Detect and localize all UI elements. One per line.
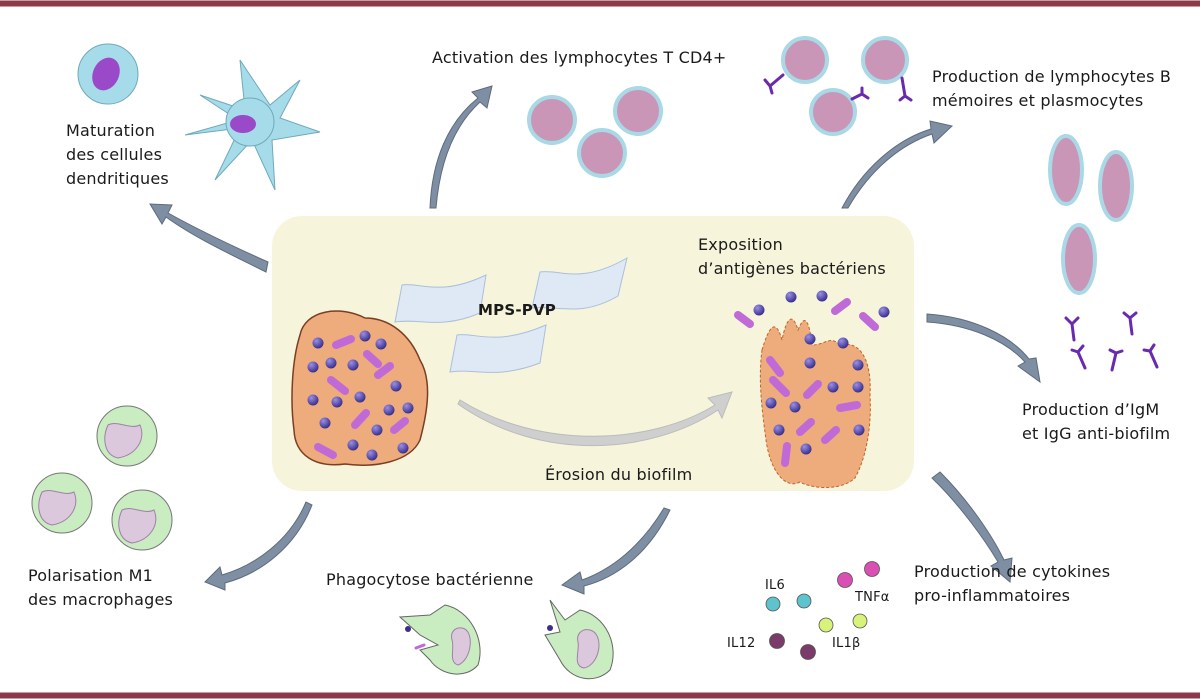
mps-pvp-label: MPS-PVP xyxy=(478,301,556,319)
arrow-to-antibodies xyxy=(926,313,1041,384)
il6-label: IL6 xyxy=(765,578,785,593)
t-cell-activation-label: Activation des lymphocytes T CD4+ xyxy=(432,48,727,67)
erosion-arrow xyxy=(457,391,733,447)
b-lymphocytes xyxy=(781,36,909,136)
plasma-cells xyxy=(1048,134,1134,295)
dendritic-cell-immature xyxy=(77,43,139,105)
t-lymphocytes xyxy=(527,86,663,178)
free-antibodies xyxy=(1064,311,1159,372)
arrow-to-b-cells xyxy=(841,120,954,209)
mps-pvp-sheets xyxy=(394,256,628,373)
m1-polarisation-label: Polarisation M1 des macrophages xyxy=(28,566,174,609)
engulfed-coccus-1 xyxy=(405,626,411,632)
cytokine-production-label: Production de cytokines pro-inflammatoir… xyxy=(914,562,1111,605)
dendritic-cell-mature xyxy=(184,59,321,191)
cytokines xyxy=(765,561,880,660)
bottom-border-rule xyxy=(0,692,1200,699)
il1b-label: IL1β xyxy=(832,636,861,651)
b-cell-production-label: Production de lymphocytes B mémoires et … xyxy=(932,67,1172,110)
engulfed-coccus-2 xyxy=(547,625,553,631)
engulfed-bacillus xyxy=(414,643,426,650)
arrow-to-t-cells xyxy=(429,85,493,209)
top-border-rule xyxy=(0,0,1200,7)
erosion-label: Érosion du biofilm xyxy=(545,465,693,484)
arrow-to-dendritic xyxy=(149,203,269,273)
tnfa-label: TNFα xyxy=(855,590,890,605)
exposure-label: Exposition d’antigènes bactériens xyxy=(698,235,886,278)
eroded-biofilm xyxy=(734,290,890,488)
intact-biofilm xyxy=(291,310,429,466)
il12-label: IL12 xyxy=(727,636,756,651)
arrow-to-macrophages xyxy=(204,501,313,591)
b-cell-antibodies xyxy=(763,73,913,102)
arrow-to-cytokines xyxy=(931,471,1013,584)
arrow-to-phagocytosis xyxy=(560,507,671,595)
dendritic-maturation-label: Maturation des cellules dendritiques xyxy=(66,121,169,188)
antibody-production-label: Production d’IgM et IgG anti-biofilm xyxy=(1022,400,1171,443)
center-panel xyxy=(272,216,914,491)
phagocytosis-label: Phagocytose bactérienne xyxy=(326,570,534,589)
